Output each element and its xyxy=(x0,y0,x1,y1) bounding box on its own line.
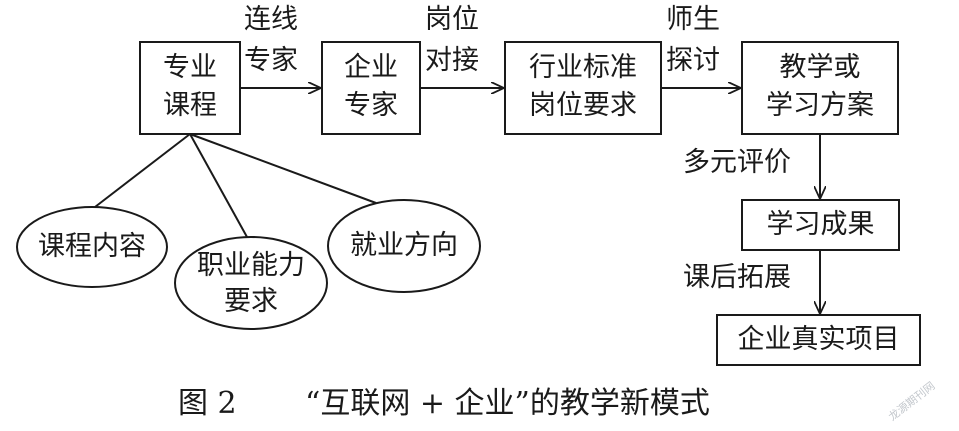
link-vocational-ability xyxy=(189,133,248,238)
edge-label-after-class: 课后拓展 xyxy=(683,262,791,293)
figure-number: 图 2 xyxy=(178,386,237,421)
label-major-course-1: 专业 xyxy=(163,52,217,83)
edge-label-post-docking-2: 对接 xyxy=(425,45,479,76)
edge-label-multi-evaluation: 多元评价 xyxy=(683,147,791,178)
label-vocational-ability-2: 要求 xyxy=(224,286,278,317)
label-employment-direction: 就业方向 xyxy=(350,230,458,261)
label-enterprise-expert-2: 专家 xyxy=(344,90,398,121)
edge-label-teacher-student-1: 师生 xyxy=(666,4,720,35)
link-employment-direction xyxy=(189,133,377,204)
label-learning-outcome: 学习成果 xyxy=(766,209,875,240)
edge-label-post-docking-1: 岗位 xyxy=(425,4,479,35)
edge-label-connect-experts-2: 专家 xyxy=(244,45,298,76)
ellipse-vocational-ability xyxy=(174,236,328,330)
edge-label-teacher-student-2: 探讨 xyxy=(666,45,720,76)
link-course-content xyxy=(94,133,191,208)
box-enterprise-project xyxy=(716,314,921,366)
label-major-course-2: 课程 xyxy=(163,90,217,121)
label-teaching-plan-1: 教学或 xyxy=(779,52,861,83)
label-vocational-ability-1: 职业能力 xyxy=(197,250,305,281)
ellipse-course-content xyxy=(16,206,168,288)
label-course-content: 课程内容 xyxy=(38,231,146,262)
label-enterprise-project: 企业真实项目 xyxy=(737,324,900,355)
label-enterprise-expert-1: 企业 xyxy=(344,52,398,83)
label-industry-standard-2: 岗位要求 xyxy=(529,90,637,121)
figure-title: “互联网 + 企业”的教学新模式 xyxy=(305,386,710,421)
label-teaching-plan-2: 学习方案 xyxy=(766,90,874,121)
ellipse-employment-direction xyxy=(327,199,481,293)
label-industry-standard-1: 行业标准 xyxy=(529,52,637,83)
edge-label-connect-experts-1: 连线 xyxy=(244,4,298,35)
